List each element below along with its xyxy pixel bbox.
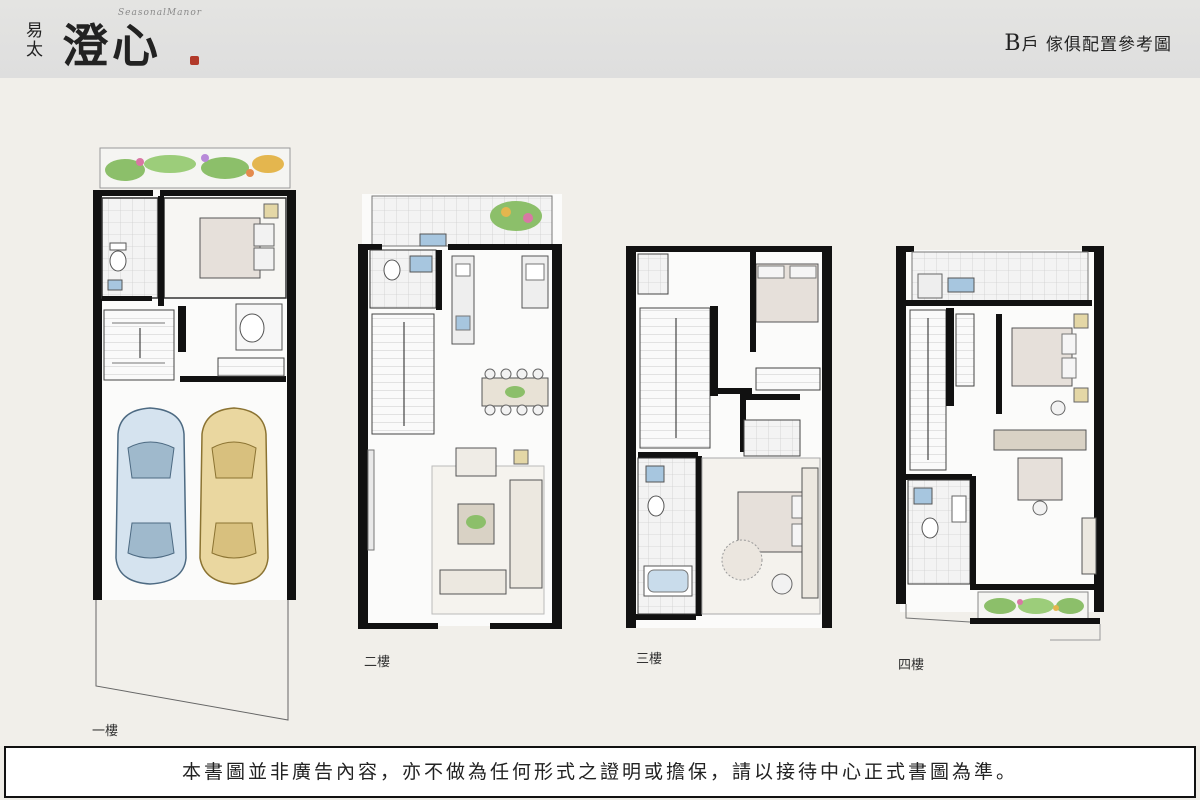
floor-1-inner-wall bbox=[158, 196, 164, 306]
bed-icon bbox=[755, 263, 819, 323]
sofa-icon bbox=[439, 447, 543, 595]
floor-plan-1 bbox=[93, 147, 296, 721]
toilet-icon bbox=[383, 233, 447, 281]
toilet-icon bbox=[107, 242, 127, 291]
floor-2-inner-wall bbox=[436, 250, 442, 310]
plan-title-unit: B bbox=[1004, 31, 1022, 56]
floor-2-wall-top bbox=[448, 244, 562, 250]
floor-3-wall-right bbox=[822, 248, 832, 628]
planter-icon bbox=[99, 147, 291, 189]
car-icon bbox=[199, 407, 269, 585]
floor-plan-4 bbox=[896, 246, 1104, 641]
floor-2-wall-right bbox=[552, 248, 562, 628]
floor-2-wall-left bbox=[358, 248, 368, 628]
bed-icon bbox=[199, 203, 279, 279]
plan-title-text: 戶 傢俱配置參考圖 bbox=[1021, 35, 1172, 55]
seal-icon bbox=[190, 56, 199, 65]
floor-4-wall-top bbox=[896, 246, 914, 252]
stairs-icon bbox=[909, 309, 947, 471]
floor-1-wall-top2 bbox=[160, 190, 296, 196]
floor-4-wall-bottom bbox=[970, 618, 1100, 624]
floor-label-2: 二樓 bbox=[364, 655, 391, 670]
wardrobe-icon bbox=[801, 467, 819, 599]
floor-1-stair-step bbox=[217, 357, 285, 377]
floor-2-door bbox=[367, 449, 375, 551]
floor-1-inner-wall bbox=[180, 376, 286, 382]
floor-1-wall-left bbox=[93, 190, 102, 600]
floor-3-wall-top bbox=[626, 246, 832, 252]
stairs-icon bbox=[103, 309, 175, 381]
floor-1-wall-top bbox=[93, 190, 153, 196]
floor-1-driveway bbox=[95, 600, 289, 721]
toilet-icon bbox=[645, 465, 665, 517]
floor-3-inner-wall bbox=[712, 388, 752, 394]
floor-4-inner-wall bbox=[946, 308, 954, 406]
floor-4-inner-wall bbox=[906, 300, 1092, 306]
floor-4-fixture bbox=[947, 277, 975, 293]
floor-2-wall-bottom bbox=[490, 623, 562, 629]
bed-icon bbox=[721, 491, 805, 595]
floor-4-inner-wall bbox=[970, 584, 1096, 590]
floor-3-hall bbox=[743, 419, 801, 457]
floorplans-svg bbox=[93, 147, 1104, 721]
floor-3-closet2 bbox=[755, 367, 821, 391]
planter-icon bbox=[490, 201, 542, 231]
washbasin-icon bbox=[235, 303, 283, 351]
dining-table-icon bbox=[481, 368, 549, 416]
floor-1-wall-right bbox=[287, 190, 296, 600]
floor-3-inner-wall bbox=[740, 392, 746, 452]
floor-label-3: 三樓 bbox=[636, 652, 663, 667]
bed-icon bbox=[1011, 313, 1089, 416]
floor-4-inner-wall bbox=[906, 474, 972, 480]
floor-4-wall-right bbox=[1094, 248, 1104, 612]
floor-2-wall-top bbox=[358, 244, 382, 250]
disclaimer-text: 本書圖並非廣告內容，亦不做為任何形式之證明或擔保，請以接待中心正式書圖為準。 bbox=[181, 761, 1018, 783]
floor-4-outline bbox=[1050, 624, 1101, 641]
floor-3-wall-bottom bbox=[626, 614, 696, 620]
floor-plan-3 bbox=[626, 246, 832, 628]
floor-label-1: 一樓 bbox=[92, 724, 119, 739]
logo-brand-text: 澄心 bbox=[62, 19, 162, 73]
toilet-icon bbox=[913, 487, 967, 539]
floor-1-inner-wall bbox=[178, 306, 186, 352]
floor-3-inner-wall bbox=[750, 252, 756, 352]
floorplan-canvas: 一樓 二樓 三樓 四樓 bbox=[0, 78, 1200, 746]
floor-label-4: 四樓 bbox=[898, 658, 925, 673]
floor-4-inner-wall bbox=[970, 476, 976, 588]
floor-3-inner-wall bbox=[696, 456, 702, 616]
car-icon bbox=[115, 407, 187, 585]
floor-4-inner-wall bbox=[996, 314, 1002, 414]
bathtub-icon bbox=[643, 565, 693, 597]
floor-4-fixture bbox=[917, 273, 943, 299]
desk-icon bbox=[993, 429, 1097, 575]
stairs-icon bbox=[371, 313, 435, 435]
floor-plan-2 bbox=[358, 194, 562, 629]
header: 易太 澄心 SeasonalManor B戶 傢俱配置參考圖 bbox=[0, 0, 1200, 78]
floor-3-inner-wall bbox=[638, 452, 698, 458]
floor-3-wall-left bbox=[626, 248, 636, 628]
floor-4-wall-left bbox=[896, 248, 906, 604]
floor-3-inner-wall bbox=[740, 394, 800, 400]
floor-3-closet bbox=[637, 253, 669, 295]
floor-1-inner-wall bbox=[102, 296, 152, 301]
logo-subtitle: SeasonalManor bbox=[118, 8, 203, 18]
stairs-icon bbox=[639, 306, 718, 449]
floor-4-wall-top bbox=[1082, 246, 1104, 252]
logo-small-text: 易太 bbox=[26, 21, 43, 60]
planter-icon bbox=[977, 591, 1089, 621]
kitchen-icon bbox=[451, 255, 549, 345]
floor-2-wall-bottom bbox=[358, 623, 438, 629]
disclaimer-box: 本書圖並非廣告內容，亦不做為任何形式之證明或擔保，請以接待中心正式書圖為準。 bbox=[4, 746, 1196, 798]
floor-4-closet bbox=[955, 313, 975, 387]
plan-title: B戶 傢俱配置參考圖 bbox=[1004, 30, 1172, 56]
floor-4-balcony-edge bbox=[905, 604, 971, 623]
